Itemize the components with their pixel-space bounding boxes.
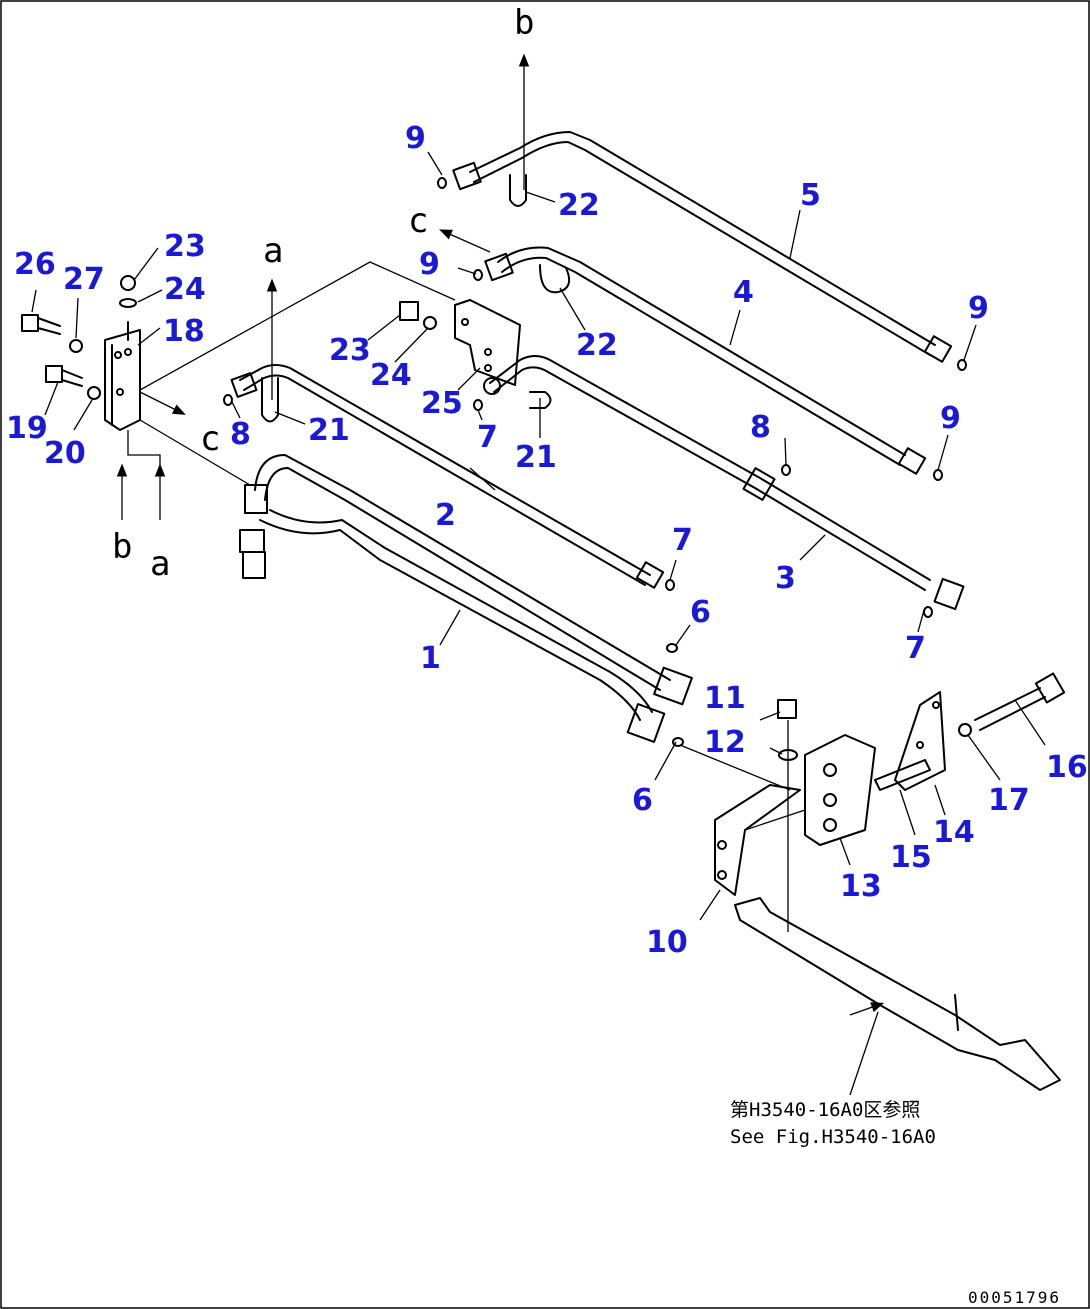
letter-c-top: c <box>408 201 428 241</box>
callout-7-right: 7 <box>672 523 693 558</box>
tube-3 <box>483 355 965 611</box>
washer-24-left <box>119 298 137 308</box>
callout-12: 12 <box>704 725 746 760</box>
callout-21-left: 21 <box>308 413 350 448</box>
callout-25: 25 <box>421 386 463 421</box>
bracket-18 <box>104 321 141 431</box>
frame-member <box>734 897 1061 1091</box>
arrow-ref-fig <box>849 1011 879 1096</box>
callout-leaders <box>31 151 1046 921</box>
callout-7-center: 7 <box>477 420 498 455</box>
callout-17: 17 <box>988 783 1030 818</box>
reference-note-en: See Fig.H3540-16A0 <box>730 1126 936 1148</box>
washer-27 <box>69 339 83 353</box>
callout-1: 1 <box>420 641 441 676</box>
bracket-14 <box>894 691 946 791</box>
u-bolt-21-left <box>261 377 279 423</box>
arrow-c-left <box>139 391 186 415</box>
callout-22-mid: 22 <box>576 328 618 363</box>
figure-code: 00051796 <box>968 1288 1061 1307</box>
arrow-c-top <box>439 229 491 253</box>
callout-27: 27 <box>63 262 105 297</box>
callout-8-right: 8 <box>750 410 771 445</box>
callout-22-top: 22 <box>558 188 600 223</box>
pin-15 <box>874 759 931 791</box>
callout-19: 19 <box>6 411 48 446</box>
block-13 <box>804 734 876 846</box>
callout-23-center: 23 <box>329 333 371 368</box>
callout-2: 2 <box>435 498 456 533</box>
callout-21-right: 21 <box>515 440 557 475</box>
callout-14: 14 <box>933 815 975 850</box>
bolt-16 <box>974 672 1066 731</box>
callout-9-right-upper: 9 <box>968 291 989 326</box>
tube-5 <box>452 131 953 363</box>
callout-6-lower: 6 <box>632 783 653 818</box>
nut-23-center <box>399 301 419 321</box>
callout-9-top: 9 <box>405 121 426 156</box>
bolt-11 <box>777 699 797 719</box>
u-bolt-22-mid <box>539 264 571 294</box>
bolt-26 <box>21 314 61 335</box>
tube-1 <box>239 454 693 743</box>
tube-4 <box>484 246 927 475</box>
callout-24-center: 24 <box>370 358 412 393</box>
callout-26: 26 <box>14 247 56 282</box>
callout-15: 15 <box>890 840 932 875</box>
callout-24-left: 24 <box>164 272 206 307</box>
callout-13: 13 <box>840 869 882 904</box>
washer-20 <box>87 386 101 400</box>
callout-9-mid: 9 <box>419 247 440 282</box>
callout-5: 5 <box>800 178 821 213</box>
u-bolt-22-top <box>509 174 527 207</box>
callout-20: 20 <box>44 436 86 471</box>
letter-a-top: a <box>263 231 283 271</box>
callout-3: 3 <box>775 561 796 596</box>
callout-16: 16 <box>1046 750 1088 785</box>
letter-c-left: c <box>200 419 220 459</box>
o-rings <box>223 177 967 747</box>
bolt-19 <box>45 365 83 387</box>
callout-7-far: 7 <box>905 631 926 666</box>
letter-b-top: b <box>514 3 534 43</box>
callout-4: 4 <box>733 275 754 310</box>
washer-24-center <box>423 316 437 330</box>
letter-b-bottom: b <box>112 527 132 567</box>
tube-2 <box>230 364 665 589</box>
reference-note-jp: 第H3540-16A0区参照 <box>730 1099 920 1121</box>
callout-18: 18 <box>163 314 205 349</box>
letter-a-bottom: a <box>150 544 170 584</box>
callout-6-upper: 6 <box>690 595 711 630</box>
clip-21-right <box>529 391 552 409</box>
bracket-25 <box>454 299 521 386</box>
plate-10 <box>714 784 801 896</box>
callout-9-right-lower: 9 <box>940 401 961 436</box>
washer-17 <box>958 723 972 737</box>
callout-10: 10 <box>646 925 688 960</box>
nut-23-left <box>120 275 136 291</box>
callout-8-left: 8 <box>230 417 251 452</box>
callout-23-left: 23 <box>164 229 206 264</box>
callout-11: 11 <box>704 681 746 716</box>
